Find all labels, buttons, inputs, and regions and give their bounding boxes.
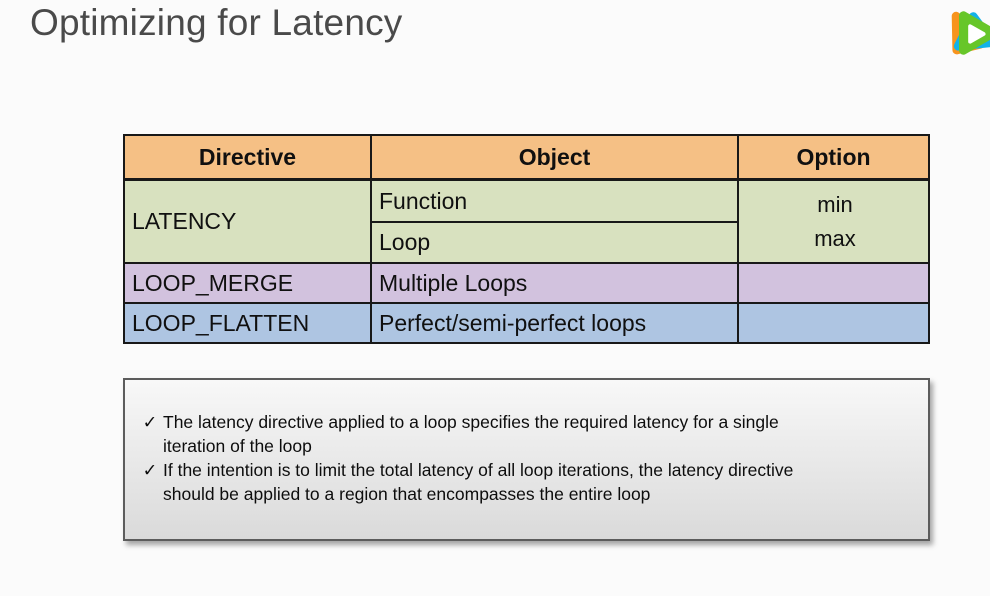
tencent-video-logo-icon	[951, 11, 990, 55]
note-text: The latency directive applied to a loop …	[163, 411, 779, 456]
cell-directive-latency: LATENCY	[123, 178, 372, 264]
cell-option-empty	[737, 302, 930, 344]
directives-table: Directive Object Option LATENCY Function…	[123, 134, 930, 344]
page-title: Optimizing for Latency	[30, 2, 403, 43]
table-header-row: Directive Object Option	[123, 134, 930, 181]
option-min: min	[817, 191, 853, 217]
table-row: LATENCY Function min max	[123, 178, 930, 264]
cell-directive-loop-merge: LOOP_MERGE	[123, 262, 372, 304]
cell-object-loop: Loop	[370, 221, 739, 264]
cell-option-latency: min max	[737, 178, 930, 264]
table-row: LOOP_MERGE Multiple Loops	[123, 262, 930, 304]
cell-object-multiple-loops: Multiple Loops	[370, 262, 739, 304]
cell-option-empty	[737, 262, 930, 304]
check-icon: ✓	[142, 411, 158, 432]
note-item: ✓ If the intention is to limit the total…	[137, 458, 912, 506]
column-header-directive: Directive	[123, 134, 372, 181]
notes-panel: ✓ The latency directive applied to a loo…	[123, 378, 930, 541]
cell-object-perfect-loops: Perfect/semi-perfect loops	[370, 302, 739, 344]
note-text: If the intention is to limit the total l…	[163, 459, 794, 504]
cell-object-function: Function	[370, 178, 739, 223]
column-header-option: Option	[737, 134, 930, 181]
note-item: ✓ The latency directive applied to a loo…	[137, 410, 912, 458]
column-header-object: Object	[370, 134, 739, 181]
table-row: LOOP_FLATTEN Perfect/semi-perfect loops	[123, 302, 930, 344]
table-row: Loop	[124, 221, 929, 264]
check-icon: ✓	[142, 459, 158, 480]
cell-directive-loop-flatten: LOOP_FLATTEN	[123, 302, 372, 344]
option-max: max	[814, 225, 856, 251]
